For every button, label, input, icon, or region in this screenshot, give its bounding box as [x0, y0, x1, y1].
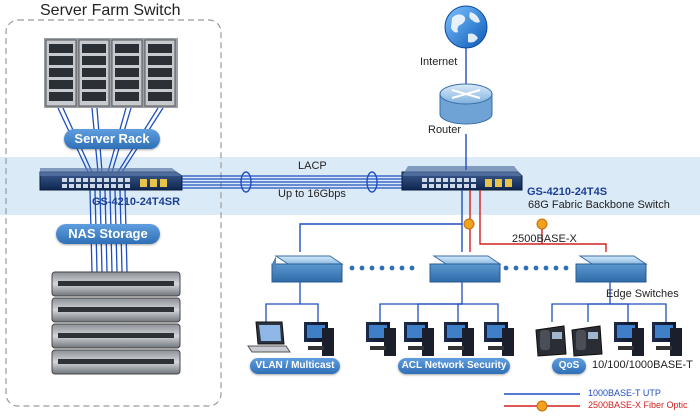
legend-fiber-marker-icon	[536, 400, 548, 412]
bandwidth-label: Up to 16Gbps	[278, 188, 346, 200]
fiber-type-label: 2500BASE-X	[512, 233, 577, 245]
utp-distribution	[299, 190, 463, 252]
server-rack-badge: Server Rack	[64, 129, 160, 149]
edge-switch-icon-1	[271, 255, 344, 283]
core-switch-description: 68G Fabric Backbone Switch	[528, 199, 670, 211]
edge-switches-label: Edge Switches	[606, 288, 679, 300]
vlan-badge: VLAN / Multicast	[250, 358, 340, 374]
lacp-label: LACP	[298, 160, 327, 172]
edge-speed-label: 10/100/1000BASE-T	[592, 359, 693, 371]
ip-phone-icon	[535, 325, 603, 357]
dotted-connector	[349, 265, 569, 271]
nas-storage-icon	[51, 271, 181, 375]
lacp-trunk	[182, 171, 402, 193]
legend-fiber-label: 2500BASE-X Fiber Optic	[588, 400, 688, 410]
router-icon	[439, 83, 493, 125]
internet-globe-icon	[444, 5, 488, 49]
left-switch-model: GS-4210-24T4SR	[92, 196, 181, 208]
desktop-pc-icon	[304, 322, 682, 356]
client-cables	[265, 282, 667, 322]
server-rack-icon	[44, 38, 178, 108]
acl-badge: ACL Network Security	[398, 358, 510, 374]
legend-utp-label: 1000BASE-T UTP	[588, 388, 661, 398]
fiber-marker-icon	[463, 218, 548, 230]
core-switch-model: GS-4210-24T4S	[527, 186, 608, 198]
core-switch-icon	[401, 166, 523, 191]
laptop-icon	[247, 321, 291, 353]
edge-switch-icon-3	[575, 255, 648, 283]
left-switch-icon	[39, 168, 183, 191]
edge-switch-icon-2	[429, 255, 502, 283]
nas-storage-badge: NAS Storage	[56, 224, 160, 244]
internet-label: Internet	[420, 56, 458, 68]
server-farm-frame	[5, 19, 222, 407]
router-label: Router	[428, 124, 462, 136]
qos-badge: QoS	[552, 358, 586, 374]
diagram-title: Server Farm Switch	[40, 2, 181, 19]
